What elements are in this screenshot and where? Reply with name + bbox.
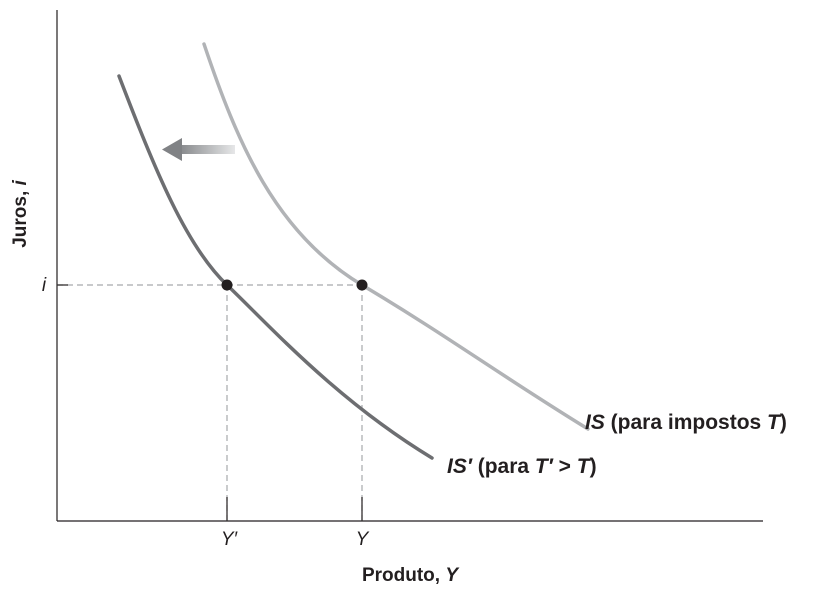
y-axis-label: Juros, i (10, 179, 31, 247)
is-prime-curve (117, 74, 434, 460)
is-curve-label: IS (para impostos T) (585, 411, 787, 434)
is-curve (202, 42, 590, 431)
y-tick-label: i (42, 275, 47, 296)
x-axis-label: Produto, Y (362, 565, 460, 586)
x-tick-label-y: Y (356, 529, 370, 550)
equilibrium-point-is (356, 279, 368, 291)
x-tick-label-y-prime: Y′ (221, 529, 239, 550)
equilibrium-point-is-prime (221, 279, 233, 291)
is-prime-curve-label: IS′ (para T′ > T) (447, 455, 597, 478)
shift-arrow (162, 138, 235, 161)
